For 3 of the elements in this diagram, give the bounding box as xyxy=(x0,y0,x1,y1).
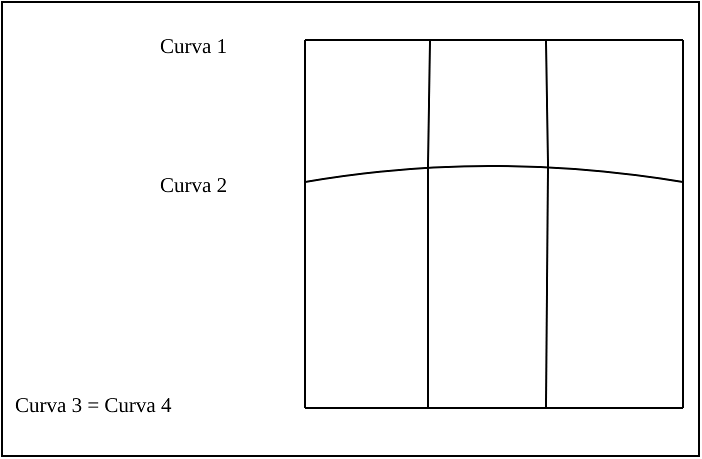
curve-label: Curva 3 = Curva 4 xyxy=(15,393,172,417)
curve-label: Curva 1 xyxy=(160,34,228,58)
curve-label: Curva 2 xyxy=(160,173,228,197)
